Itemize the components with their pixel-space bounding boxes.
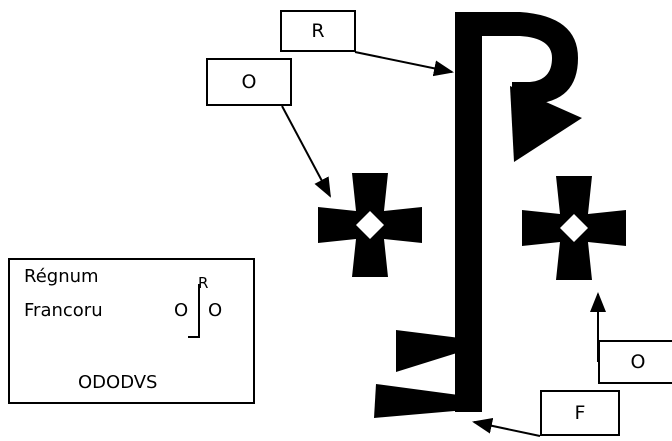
legend-box: Régnum Francoru O R O ODODVS [8, 258, 255, 404]
monogram-stem [455, 12, 482, 412]
arrow-f [472, 417, 541, 437]
legend-mono-stem [198, 284, 200, 338]
label-o-left: O [206, 58, 292, 106]
monogram-r-hook [470, 12, 578, 104]
monogram-pennant-upper [396, 330, 460, 372]
legend-mono-foot [188, 336, 198, 338]
legend-mono-left: O [174, 300, 189, 321]
legend-regnum: Régnum [24, 266, 99, 287]
legend-ododvs: ODODVS [78, 372, 158, 393]
arrow-r [354, 51, 454, 77]
legend-mono-right: O [208, 300, 223, 321]
monogram-r-tail [510, 86, 582, 162]
arrow-o-left [281, 105, 331, 198]
right-cross [522, 176, 626, 280]
legend-francoru: Francoru [24, 300, 103, 321]
label-f: F [540, 390, 620, 436]
monogram-pennant-lower [374, 384, 466, 418]
label-o-right: O [598, 340, 672, 384]
left-cross [318, 173, 422, 277]
label-r: R [280, 10, 356, 52]
legend-mono-top: R [198, 274, 209, 292]
